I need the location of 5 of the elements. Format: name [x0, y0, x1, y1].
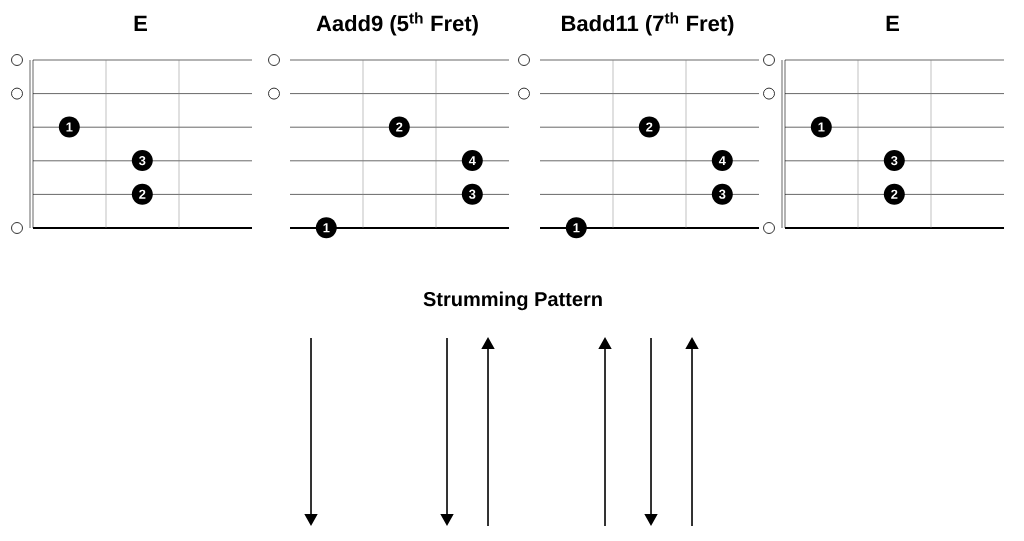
chord-name: E [134, 15, 147, 31]
chord-name: Aadd9 (5$^{th}$ Fret) [316, 12, 478, 36]
chord-name: E [886, 15, 899, 31]
chord-name: Badd11 (7$^{th}$ Fret) [562, 12, 734, 36]
section-heading: Strumming Pattern [423, 291, 602, 311]
